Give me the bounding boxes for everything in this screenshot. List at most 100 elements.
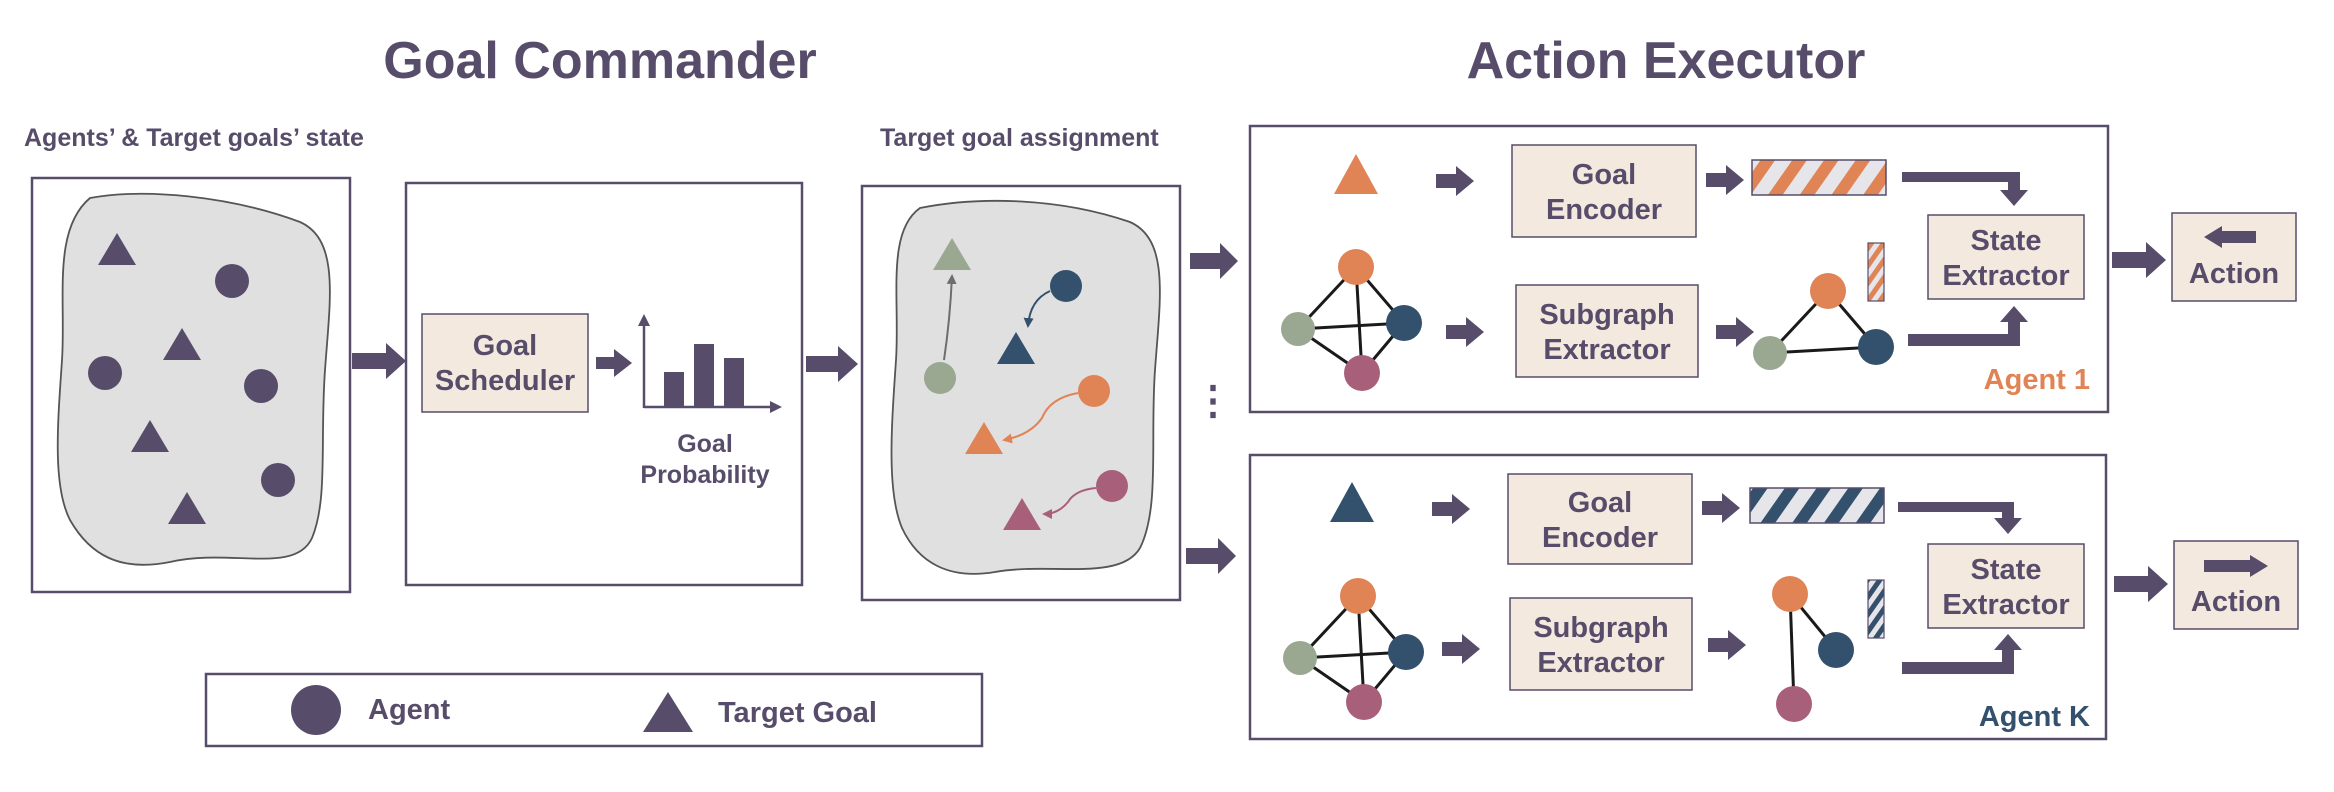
- right-arrow-icon: [2204, 555, 2268, 577]
- assignment-subtitle: Target goal assignment: [880, 124, 1159, 152]
- agent-circle-sage: [924, 362, 956, 394]
- goal-commander-title: Goal Commander: [383, 32, 816, 90]
- assignment-blob: [890, 199, 1161, 575]
- graph-node-navy: [1386, 305, 1422, 341]
- agent-circle: [88, 356, 122, 390]
- flow-arrow: [1186, 538, 1236, 574]
- flow-arrow: [2114, 566, 2168, 602]
- goal-scheduler-label-2: Scheduler: [435, 365, 575, 397]
- flow-arrow: [1706, 165, 1744, 195]
- flow-arrow: [1708, 630, 1746, 660]
- graph-node-rose: [1344, 355, 1380, 391]
- flow-arrow: [596, 349, 632, 377]
- subgraph: [1772, 576, 1854, 722]
- agent-circle: [261, 463, 295, 497]
- legend-agent-icon: [291, 685, 341, 735]
- goal-encoder-label-1: Goal: [1572, 159, 1636, 191]
- graph-node-orange: [1338, 249, 1374, 285]
- probability-bar: [694, 344, 714, 406]
- graph-node-sage: [1281, 312, 1315, 346]
- goal-triangle-rose: [1003, 498, 1041, 530]
- agent-1-executor: Goal Encoder State Extractor Subgraph Ex…: [1248, 124, 2110, 414]
- state-extractor-box: [1927, 214, 2085, 300]
- graph-node-navy: [1858, 329, 1894, 365]
- flow-arrow: [806, 346, 858, 382]
- state-extractor-label-2: Extractor: [1942, 260, 2069, 292]
- graph-node-rose: [1346, 684, 1382, 720]
- goal-probability-label-1: Goal: [677, 430, 733, 458]
- agent-circle-orange: [1078, 375, 1110, 407]
- scheduler-panel: Goal Scheduler Goal Probability: [404, 181, 804, 587]
- graph-node-navy: [1818, 632, 1854, 668]
- environment-blob: [56, 192, 331, 566]
- goal-encoder-label-1: Goal: [1568, 487, 1632, 519]
- agent-k-executor: Goal Encoder State Extractor Subgraph Ex…: [1248, 453, 2108, 741]
- agent-circle-rose: [1096, 470, 1128, 502]
- legend-target-goal-label: Target Goal: [718, 697, 877, 729]
- flow-arrow: [352, 343, 406, 379]
- agent-k-label: Agent K: [1979, 701, 2090, 733]
- subgraph-embedding: [1867, 579, 1885, 639]
- flow-arrow: [1436, 166, 1474, 196]
- subgraph-extractor-label-1: Subgraph: [1539, 299, 1674, 331]
- left-arrow-icon: [2204, 226, 2256, 248]
- subgraph-extractor-label-2: Extractor: [1537, 647, 1664, 679]
- flow-arrow: [1442, 634, 1480, 664]
- graph-node-navy: [1388, 634, 1424, 670]
- action-label-agent-1: Action: [2189, 258, 2279, 290]
- goal-probability-label-2: Probability: [640, 461, 769, 489]
- goal-encoder-label-2: Encoder: [1546, 194, 1662, 226]
- probability-bar: [664, 372, 684, 406]
- goal-triangle-navy: [1330, 482, 1374, 522]
- state-extractor-label-1: State: [1971, 225, 2042, 257]
- agent-1-label: Agent 1: [1984, 364, 2090, 396]
- agent-circle: [244, 369, 278, 403]
- agent-graph: [1283, 578, 1424, 720]
- flow-arrow: [1716, 317, 1754, 347]
- goal-triangle-orange: [1334, 154, 1378, 194]
- subgraph-extractor-label-1: Subgraph: [1533, 612, 1668, 644]
- subgraph-extractor-box: [1515, 284, 1699, 378]
- goal-triangle-navy: [997, 332, 1035, 364]
- connector-arrow: [1908, 306, 2028, 346]
- goal-probability-chart: [638, 314, 782, 413]
- goal-encoder-box: [1507, 473, 1693, 565]
- state-extractor-label-2: Extractor: [1942, 589, 2069, 621]
- graph-node-orange: [1772, 576, 1808, 612]
- flow-arrow: [2112, 242, 2166, 278]
- goal-scheduler-box: [421, 313, 589, 413]
- action-executor-title: Action Executor: [1467, 32, 1866, 90]
- graph-node-orange: [1340, 578, 1376, 614]
- graph-node-orange: [1810, 273, 1846, 309]
- goal-triangle-sage: [933, 238, 971, 270]
- graph-node-sage: [1283, 641, 1317, 675]
- connector-arrow: [1902, 634, 2022, 674]
- graph-node-sage: [1753, 336, 1787, 370]
- action-box-agent-k: [2173, 540, 2299, 630]
- probability-bar: [724, 358, 744, 406]
- assignment-panel: [860, 184, 1182, 602]
- subgraph: [1753, 273, 1894, 370]
- goal-triangle: [163, 328, 201, 360]
- subgraph-embedding: [1867, 242, 1885, 302]
- graph-node-rose: [1776, 686, 1812, 722]
- state-extractor-label-1: State: [1971, 554, 2042, 586]
- goal-triangle: [131, 420, 169, 452]
- goal-embedding: [1751, 159, 1887, 196]
- connector-arrow: [1902, 172, 2028, 206]
- action-box-agent-1: [2171, 212, 2297, 302]
- legend-target-goal-icon: [643, 692, 693, 732]
- goal-encoder-box: [1511, 144, 1697, 238]
- goal-embedding: [1749, 487, 1885, 524]
- state-panel: [30, 176, 352, 594]
- flow-arrow: [1190, 243, 1238, 279]
- flow-arrow: [1702, 493, 1740, 523]
- subgraph-extractor-label-2: Extractor: [1543, 334, 1670, 366]
- goal-triangle: [168, 492, 206, 524]
- connector-arrow: [1898, 502, 2022, 534]
- action-label-agent-k: Action: [2191, 586, 2281, 618]
- legend-agent-label: Agent: [368, 694, 451, 726]
- subgraph-extractor-box: [1509, 597, 1693, 691]
- state-extractor-box: [1927, 543, 2085, 629]
